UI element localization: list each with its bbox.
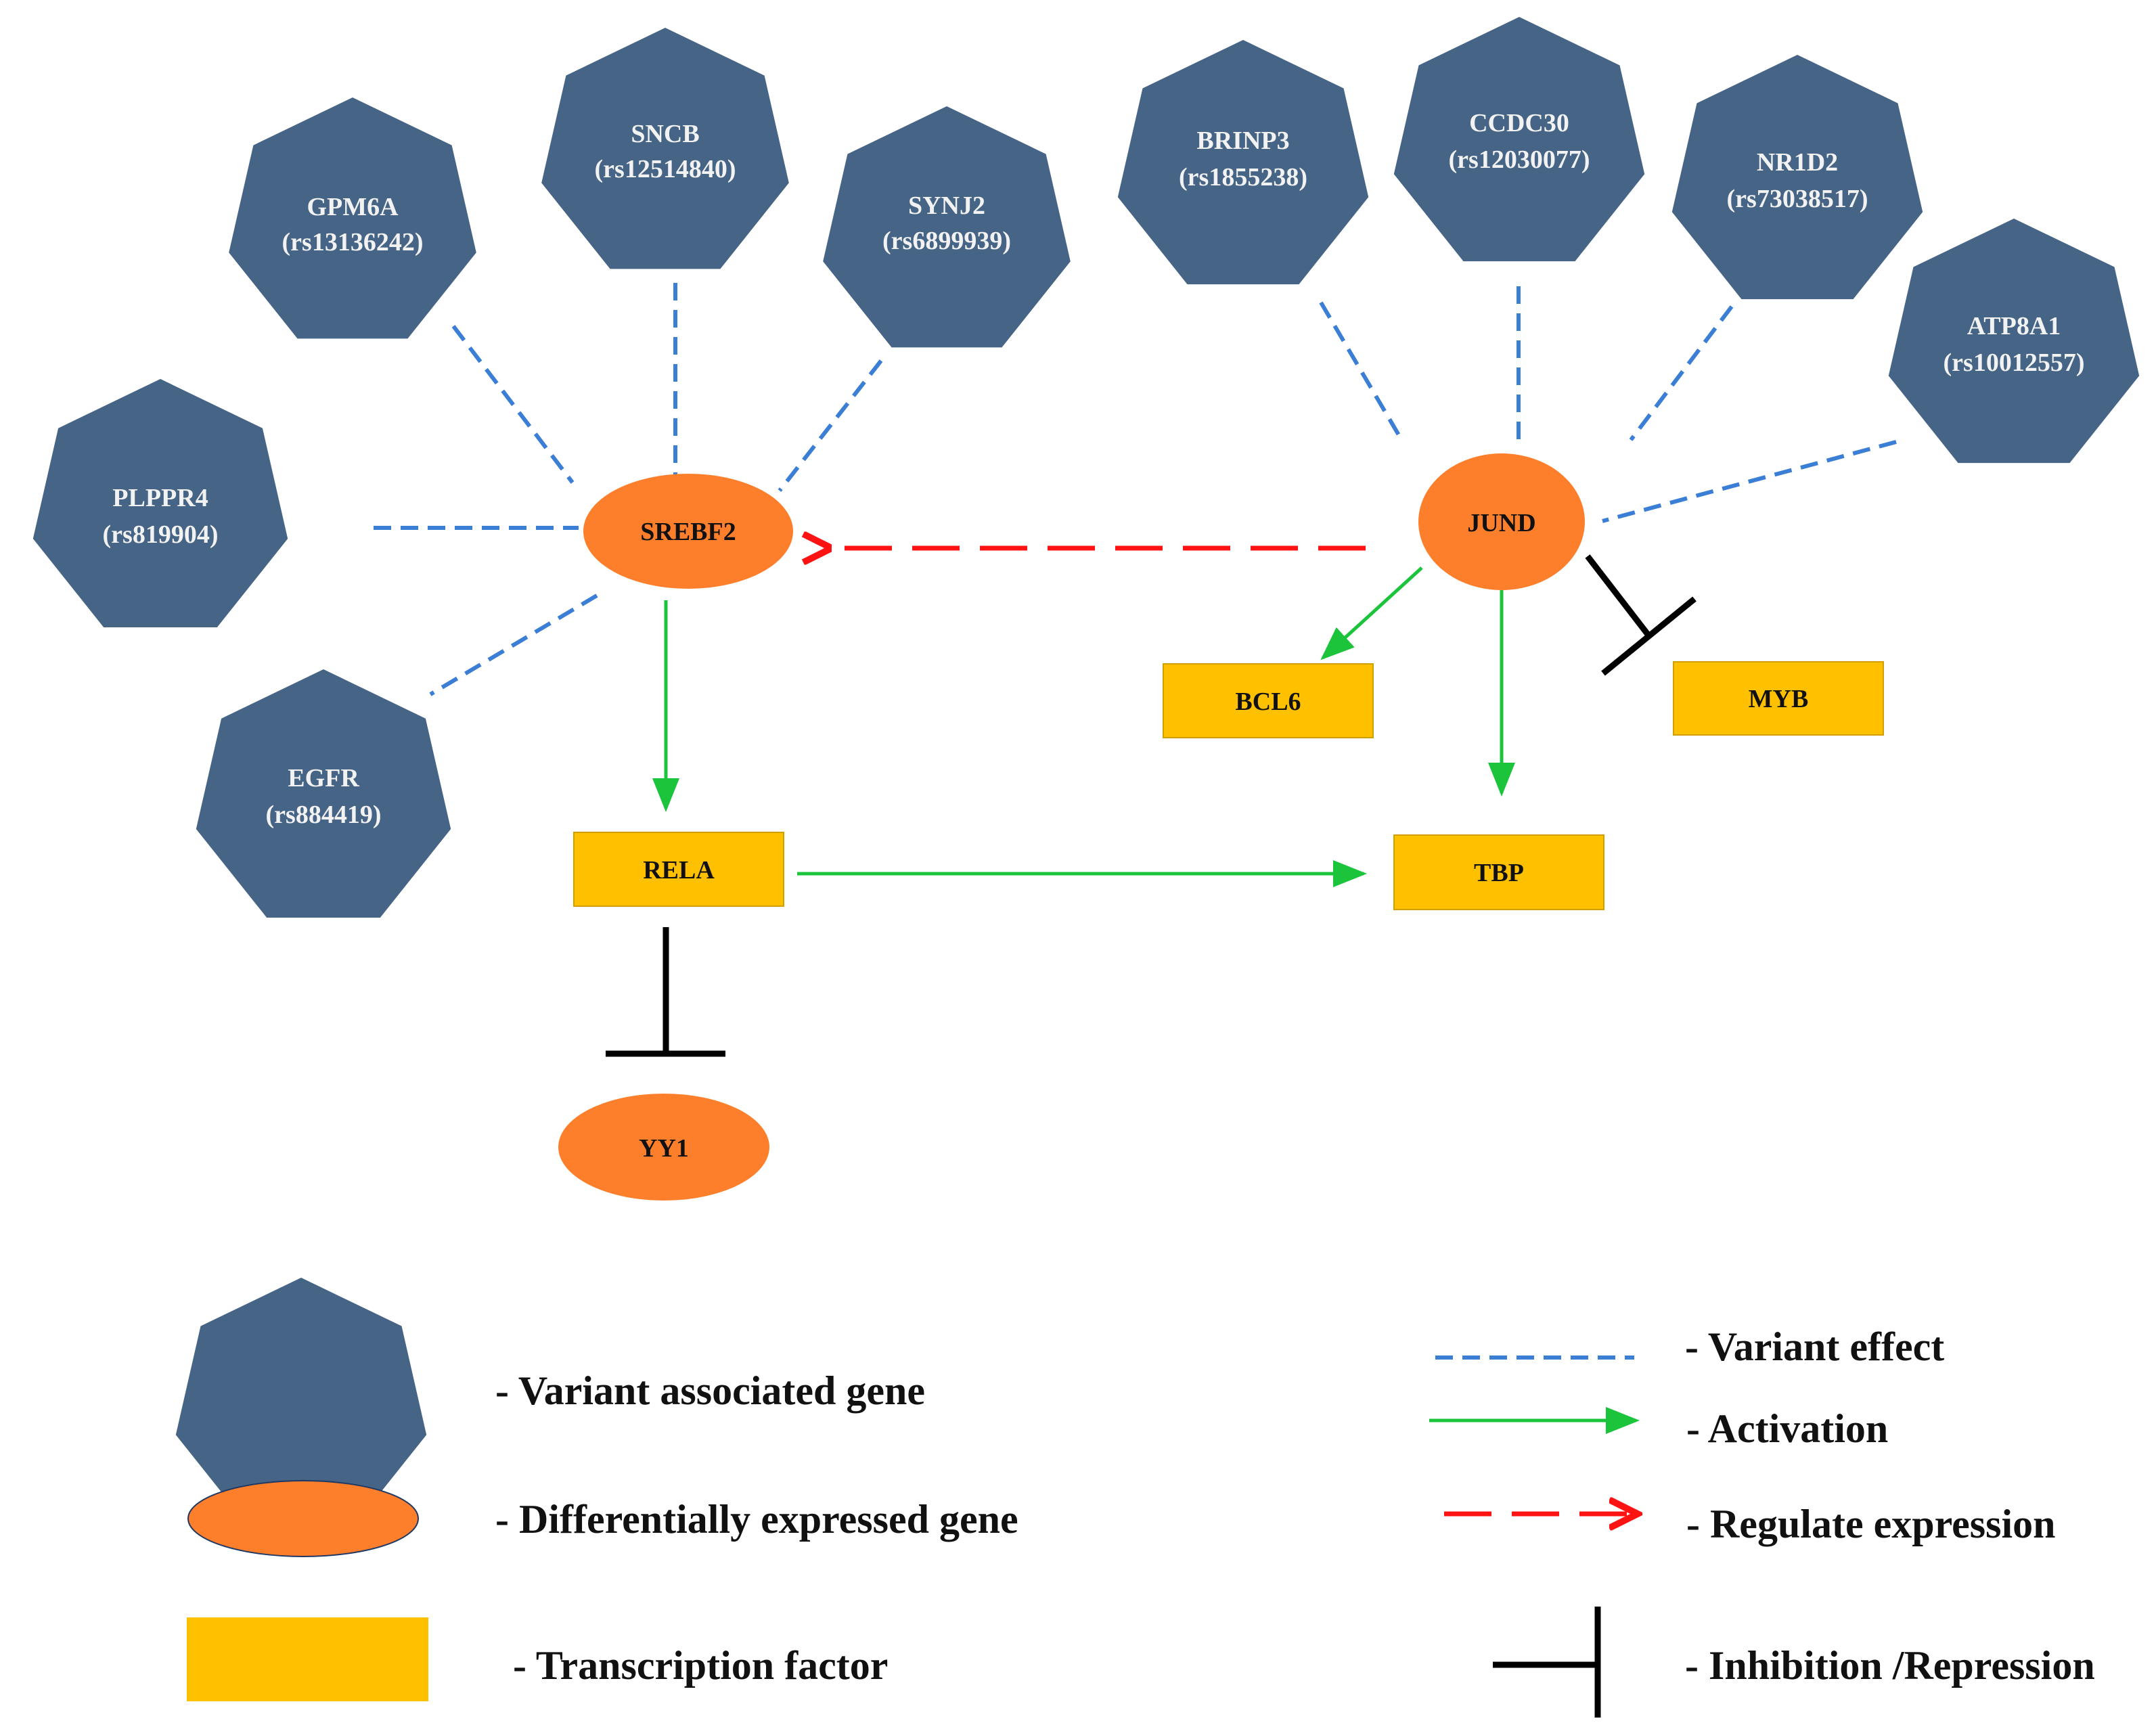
tf-name: TBP xyxy=(1474,859,1524,887)
heptagon-icon xyxy=(1117,40,1369,285)
edge-jund-bcl6 xyxy=(1320,566,1423,660)
heptagon-icon xyxy=(541,28,789,269)
variant-gene-synj2: SYNJ2 (rs6899939) xyxy=(823,106,1071,348)
gene-name: SREBF2 xyxy=(640,518,736,546)
gene-name: SNCB xyxy=(631,120,699,148)
edge-egfr-srebf2 xyxy=(429,593,598,696)
tf-name: BCL6 xyxy=(1235,688,1301,716)
legend-label: - Inhibition /Repression xyxy=(1685,1643,2095,1688)
box-icon xyxy=(1393,834,1604,910)
ellipse-icon xyxy=(558,1094,769,1201)
diff-gene-jund: JUND xyxy=(1418,453,1585,590)
gene-rsid: (rs1855238) xyxy=(1179,163,1307,192)
gene-name: NR1D2 xyxy=(1757,148,1838,177)
gene-name: SYNJ2 xyxy=(908,192,985,220)
heptagon-icon xyxy=(32,379,288,627)
ellipse-icon xyxy=(187,1480,419,1557)
gene-rsid: (rs13136242) xyxy=(282,228,424,256)
heptagon-icon xyxy=(1671,55,1923,300)
edge-jund-myb-inhibition xyxy=(1585,554,1697,676)
heptagon-icon xyxy=(196,669,451,918)
tf-bcl6: BCL6 xyxy=(1163,663,1374,738)
gene-name: GPM6A xyxy=(307,193,399,221)
box-icon xyxy=(573,832,784,907)
gene-name: YY1 xyxy=(639,1134,689,1163)
ellipse-icon xyxy=(1418,453,1585,590)
activation-edges xyxy=(652,566,1515,887)
heptagon-icon xyxy=(823,106,1071,348)
gene-name: CCDC30 xyxy=(1469,109,1569,137)
variant-gene-atp8a1: ATP8A1 (rs10012557) xyxy=(1888,219,2140,464)
legend-item-inhibition: - Inhibition /Repression xyxy=(1493,1607,2095,1718)
edge-nr1d2-jund xyxy=(1629,305,1734,441)
legend-item-variant-effect: - Variant effect xyxy=(1435,1324,1944,1369)
gene-rsid: (rs819904) xyxy=(103,520,219,549)
gene-rsid: (rs73038517) xyxy=(1727,185,1868,213)
variant-effect-edges xyxy=(374,283,1897,696)
variant-gene-nr1d2: NR1D2 (rs73038517) xyxy=(1671,55,1923,300)
legend-label: - Variant associated gene xyxy=(495,1368,925,1413)
gene-name: BRINP3 xyxy=(1196,127,1289,155)
variant-gene-plppr4: PLPPR4 (rs819904) xyxy=(32,379,288,627)
variant-gene-egfr: EGFR (rs884419) xyxy=(196,669,451,918)
gene-rsid: (rs12514840) xyxy=(595,155,736,183)
tf-name: MYB xyxy=(1749,685,1809,713)
edge-rela-yy1-inhibition xyxy=(606,927,725,1057)
gene-name: JUND xyxy=(1467,509,1535,537)
ellipse-icon xyxy=(583,474,793,589)
legend: - Variant associated gene - Differential… xyxy=(175,1278,2095,1718)
variant-gene-sncb: SNCB (rs12514840) xyxy=(541,28,789,269)
legend-item-activation: - Activation xyxy=(1429,1406,1888,1451)
gene-name: ATP8A1 xyxy=(1967,312,2061,340)
gene-rsid: (rs6899939) xyxy=(882,227,1011,255)
heptagon-icon xyxy=(229,97,476,339)
box-icon xyxy=(187,1617,428,1701)
diff-gene-yy1: YY1 xyxy=(558,1094,769,1201)
legend-item-variant-gene: - Variant associated gene xyxy=(175,1278,925,1523)
heptagon-icon xyxy=(1393,17,1645,262)
legend-label: - Differentially expressed gene xyxy=(495,1497,1018,1542)
legend-item-transcription-factor: - Transcription factor xyxy=(187,1617,888,1701)
legend-label: - Transcription factor xyxy=(513,1643,888,1688)
tf-tbp: TBP xyxy=(1393,834,1604,910)
variant-gene-ccdc30: CCDC30 (rs12030077) xyxy=(1393,17,1645,262)
gene-name: PLPPR4 xyxy=(112,484,208,512)
variant-gene-gpm6a: GPM6A (rs13136242) xyxy=(229,97,476,339)
gene-rsid: (rs10012557) xyxy=(1944,349,2085,377)
edge-synj2-srebf2 xyxy=(778,359,883,492)
inhibition-icon xyxy=(1493,1607,1601,1718)
edge-gpm6a-srebf2 xyxy=(451,325,575,484)
tf-myb: MYB xyxy=(1673,661,1884,736)
box-icon xyxy=(1163,663,1374,738)
legend-label: - Regulate expression xyxy=(1686,1502,2056,1546)
legend-label: - Activation xyxy=(1686,1406,1888,1451)
inhibition-edges xyxy=(606,554,1697,1057)
gene-name: EGFR xyxy=(288,764,359,792)
edge-brinp3-jund xyxy=(1319,301,1405,443)
tf-name: RELA xyxy=(643,856,715,884)
edge-atp8a1-jund xyxy=(1602,440,1897,523)
heptagon-icon xyxy=(1888,219,2140,464)
gene-rsid: (rs12030077) xyxy=(1449,145,1590,174)
box-icon xyxy=(1673,661,1884,736)
diff-gene-srebf2: SREBF2 xyxy=(583,474,793,589)
legend-item-regulate-expression: - Regulate expression xyxy=(1444,1502,2056,1546)
legend-item-differential-gene: - Differentially expressed gene xyxy=(187,1480,1018,1557)
heptagon-icon xyxy=(175,1278,427,1523)
tf-rela: RELA xyxy=(573,832,784,907)
gene-rsid: (rs884419) xyxy=(266,801,382,829)
legend-label: - Variant effect xyxy=(1685,1324,1944,1369)
variant-gene-brinp3: BRINP3 (rs1855238) xyxy=(1117,40,1369,285)
